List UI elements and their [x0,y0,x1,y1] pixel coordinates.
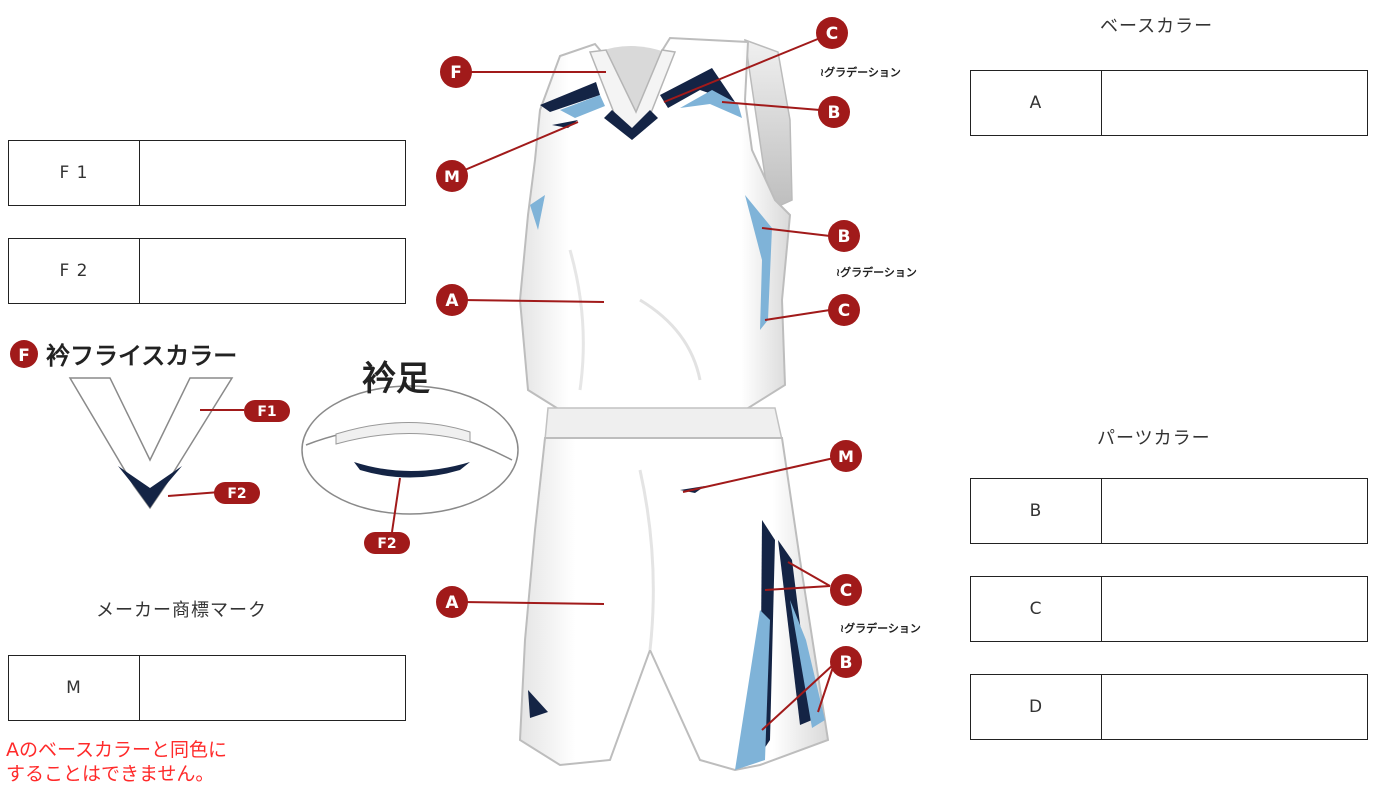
maker-mark-jersey [552,120,578,128]
collar-badge-icon [10,340,38,368]
color-row-f1[interactable]: F 1 [8,140,406,206]
svg-text:C: C [838,301,850,321]
color-code-a: A [971,71,1102,135]
svg-text:C: C [826,24,838,44]
jersey-stripe-right-blue [680,90,742,118]
neck-detail-ellipse [301,385,519,515]
color-code-f1: F 1 [9,141,140,205]
jersey-neck-back [598,46,665,120]
warning-text: Aのベースカラーと同色に することはできません。 [6,738,227,786]
marker-b-top: B [818,96,850,128]
marker-b-shorts: B [830,646,862,678]
callout-lines [459,33,835,731]
svg-text:M: M [444,167,460,186]
color-row-c[interactable]: C [970,576,1368,642]
marker-a-shorts: A [436,586,468,618]
collar-flat-f2-left [118,466,150,508]
svg-text:F: F [450,63,462,83]
collar-badge-letter: F [18,346,30,366]
svg-text:M: M [838,447,854,466]
collar-callouts [167,409,244,497]
maker-mark-heading: メーカー商標マーク [96,600,267,621]
gradation-squiggle-icon: ≀ [836,266,841,279]
svg-text:F2: F2 [377,536,396,552]
color-row-d[interactable]: D [970,674,1368,740]
neck-title: 衿足 [362,359,430,399]
color-row-a[interactable]: A [970,70,1368,136]
jersey-side-stripe-left-blue [530,195,545,230]
marker-c-side: C [828,294,860,326]
gradation-label-top: ≀グラデーション [820,66,901,79]
marker-c-top: C [816,17,848,49]
neck-detail-f2 [354,462,470,478]
collar-title: 衿フライスカラー [46,342,237,370]
gradation-label-bottom: ≀グラデーション [840,622,921,635]
parts-color-heading: パーツカラー [1097,428,1211,449]
marker-f2-collar: F2 [214,482,260,504]
marker-a-jersey: A [436,284,468,316]
jersey-collar-v-trim [604,110,658,140]
gradation-label-middle: ≀グラデーション [836,266,917,279]
color-row-b[interactable]: B [970,478,1368,544]
base-color-heading: ベースカラー [1100,16,1214,37]
svg-text:F1: F1 [257,404,276,420]
jersey-stripe-left-navy [540,82,600,112]
svg-text:A: A [445,291,459,311]
color-row-m[interactable]: M [8,655,406,721]
collar-flat-f2-right [150,466,182,508]
svg-text:F2: F2 [227,486,246,502]
marker-m-jersey: M [436,160,468,192]
shorts-stripe-blue-1 [735,610,770,770]
collar-flat-shape [68,377,234,510]
gradation-squiggle-icon: ≀ [820,66,825,79]
marker-c-shorts: C [830,574,862,606]
marker-m-shorts: M [830,440,862,472]
warning-line-1: Aのベースカラーと同色に [6,739,228,761]
marker-f: F [440,56,472,88]
warning-line-2: することはできません。 [6,763,215,785]
svg-text:B: B [828,103,841,123]
jersey-stripe-left-blue [560,95,605,118]
marker-f2-neck: F2 [364,532,410,554]
color-code-c: C [971,577,1102,641]
marker-f1: F1 [244,400,290,422]
svg-text:A: A [445,593,459,613]
gradation-squiggle-icon: ≀ [840,622,845,635]
shorts-stripe-navy-2 [778,540,812,725]
color-code-m: M [9,656,140,720]
color-code-f2: F 2 [9,239,140,303]
shorts-stripe-blue-2 [790,600,825,728]
svg-text:B: B [840,653,853,673]
color-code-b: B [971,479,1102,543]
svg-text:B: B [838,227,851,247]
shorts-hem-left-navy [528,690,548,718]
color-row-f2[interactable]: F 2 [8,238,406,304]
svg-text:C: C [840,581,852,601]
shorts-waistband [544,407,783,441]
color-code-d: D [971,675,1102,739]
marker-b-side: B [828,220,860,252]
